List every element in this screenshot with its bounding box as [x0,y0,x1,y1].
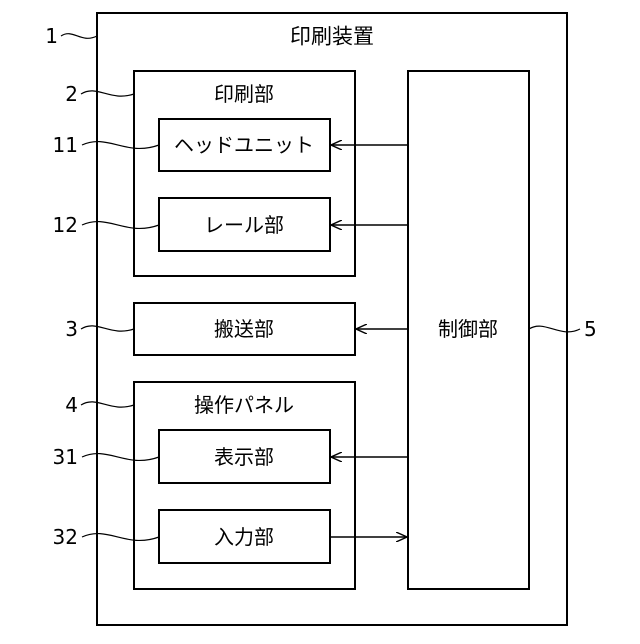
display-unit-label: 表示部 [214,447,274,467]
ref-numeral-5: 5 [584,319,597,339]
leader-line-32 [82,534,159,541]
leader-line-5 [529,326,580,332]
leader-line-31 [82,454,159,461]
leader-line-3 [81,326,134,331]
leader-line-1 [61,34,97,39]
printing-unit-label: 印刷部 [214,84,274,104]
operation-panel-label: 操作パネル [194,395,294,415]
head-unit-label: ヘッドユニット [174,135,314,155]
leader-line-4 [81,402,134,407]
leader-line-2 [81,91,134,96]
ref-numeral-11: 11 [44,135,78,155]
transport-unit-label: 搬送部 [214,319,274,339]
ref-numeral-31: 31 [44,447,78,467]
ref-numeral-12: 12 [44,215,78,235]
ref-numeral-4: 4 [50,395,78,415]
ref-numeral-1: 1 [30,26,58,46]
leader-line-11 [82,142,159,149]
ref-numeral-3: 3 [50,319,78,339]
ref-numeral-2: 2 [50,84,78,104]
rail-unit-label: レール部 [204,215,284,235]
ref-numeral-32: 32 [44,527,78,547]
control-unit-label: 制御部 [438,319,498,339]
device-title: 印刷装置 [290,27,374,48]
leader-line-12 [82,222,159,229]
input-unit-label: 入力部 [214,527,274,547]
